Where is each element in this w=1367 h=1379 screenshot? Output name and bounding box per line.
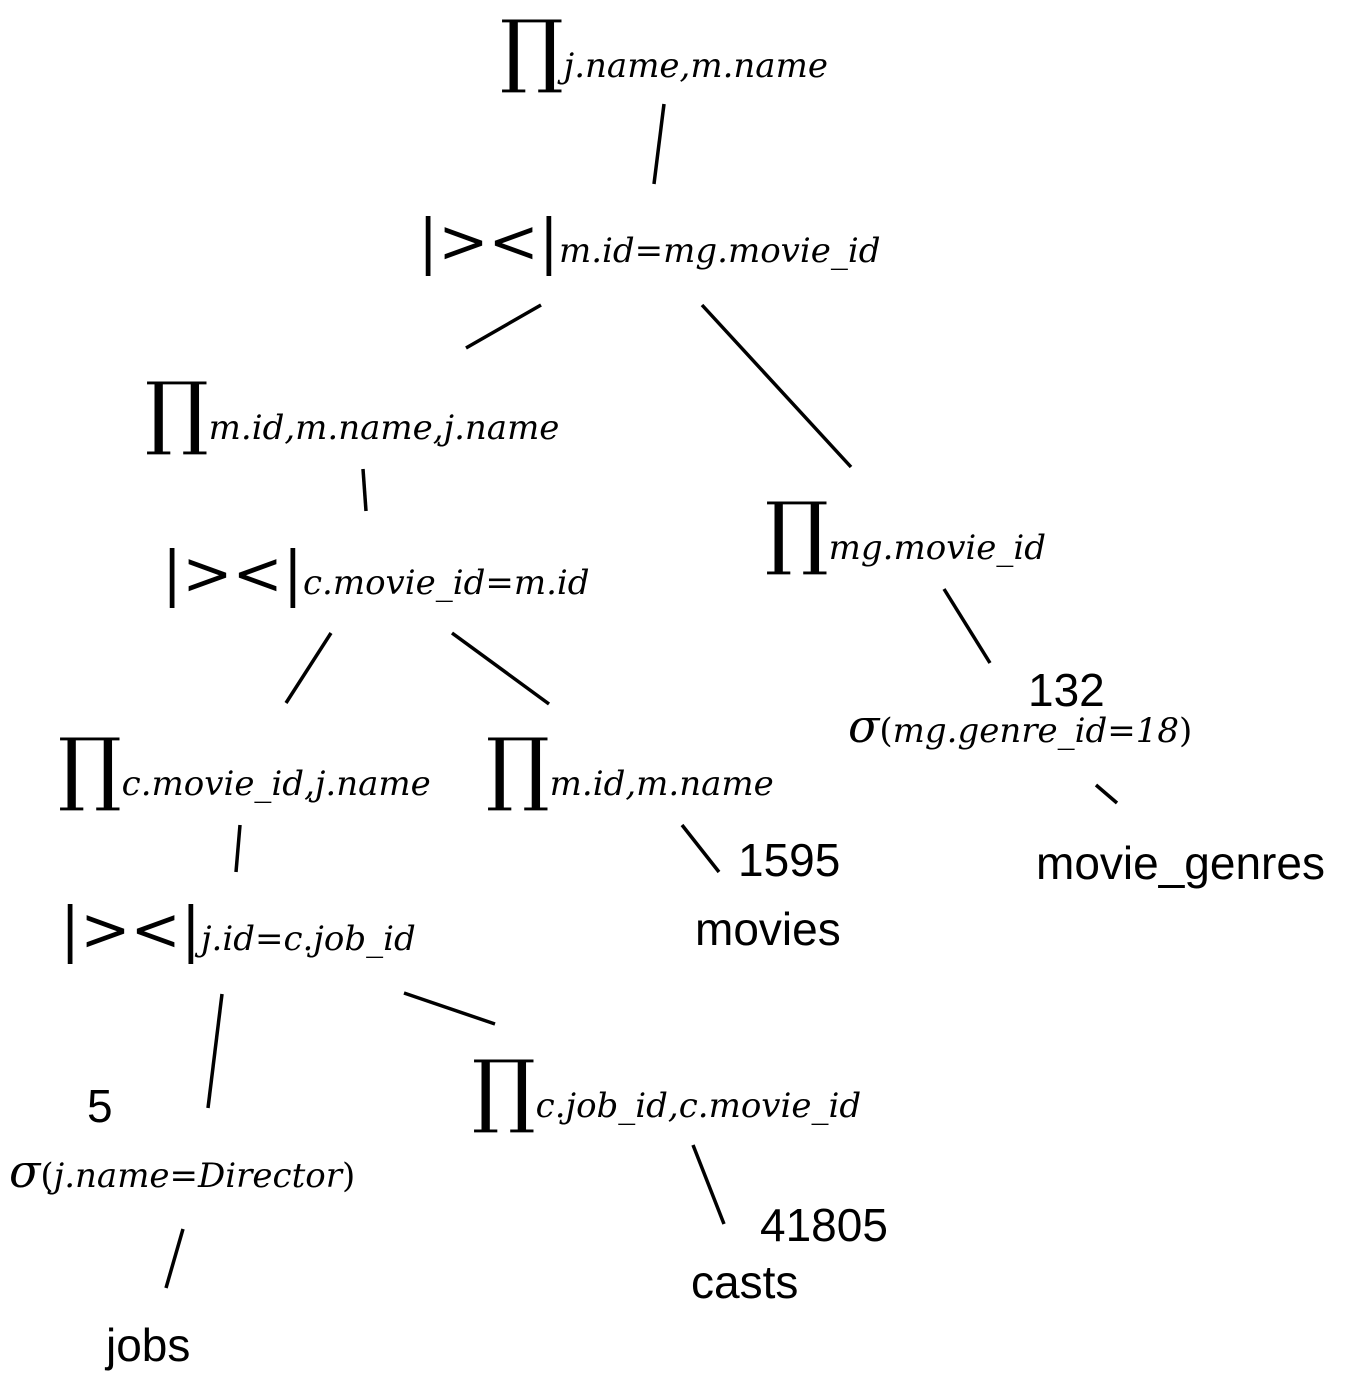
join-condition: c.movie_id=m.id: [302, 563, 590, 603]
right-projection: ∏mg.movie_id: [765, 492, 1046, 572]
jobs-relation: jobs: [106, 1319, 191, 1371]
join-condition: j.id=c.job_id: [200, 919, 416, 959]
bottom-join: |><|j.id=c.job_id: [60, 900, 416, 960]
casts-projection: ∏c.job_id,c.movie_id: [472, 1050, 861, 1130]
casts-jobs-projection: ∏c.movie_id,j.name: [58, 728, 431, 808]
projection-symbol: ∏: [500, 3, 564, 96]
movies-row-count: 1595: [738, 834, 841, 886]
edge-mid-join-to-casts-jobs-project: [284, 632, 333, 704]
selection-symbol: σ: [9, 1144, 41, 1198]
projection-attributes: c.job_id,c.movie_id: [535, 1086, 862, 1126]
edge-top-join-to-right-project: [700, 303, 853, 469]
join-symbol: |><|: [162, 539, 303, 609]
projection-attributes: j.name,m.name: [563, 46, 828, 86]
projection-symbol: ∏: [58, 721, 122, 814]
edge-bottom-join-to-casts-project: [403, 991, 496, 1026]
selection-condition: mg.genre_id=18: [892, 711, 1180, 751]
selection-close-paren: ): [341, 1156, 356, 1196]
selection-open-paren: (: [879, 711, 893, 751]
edge-top-join-to-left-project: [465, 303, 542, 350]
projection-symbol: ∏: [145, 365, 209, 458]
left-projection: ∏m.id,m.name,j.name: [145, 372, 559, 452]
jobs-row-count: 5: [87, 1080, 113, 1132]
edge-root-to-top-join: [652, 103, 666, 185]
selection-condition: j.name=Director: [53, 1156, 342, 1196]
casts-relation: casts: [691, 1256, 799, 1308]
join-symbol: |><|: [60, 895, 201, 965]
genre-selection: σ(mg.genre_id=18): [848, 703, 1192, 751]
edge-movies-project-to-movies: [680, 823, 721, 874]
join-symbol: |><|: [418, 207, 559, 277]
projection-attributes: m.id,m.name: [549, 764, 774, 804]
movies-relation: movies: [695, 903, 841, 955]
edge-left-project-to-mid-join: [361, 468, 368, 512]
middle-join: |><|c.movie_id=m.id: [162, 544, 590, 604]
projection-attributes: mg.movie_id: [828, 528, 1047, 568]
edge-casts-jobs-project-to-bottom-join: [234, 824, 242, 873]
projection-symbol: ∏: [486, 721, 550, 814]
edge-bottom-join-to-job-select: [206, 993, 224, 1109]
edge-job-select-to-jobs: [164, 1228, 185, 1289]
edge-mid-join-to-movies-project: [450, 631, 551, 706]
edge-right-project-to-genre-select: [942, 588, 992, 664]
projection-attributes: c.movie_id,j.name: [121, 764, 431, 804]
movies-projection: ∏m.id,m.name: [486, 728, 774, 808]
root-projection: ∏j.name,m.name: [500, 10, 828, 90]
join-condition: m.id=mg.movie_id: [558, 231, 881, 271]
selection-open-paren: (: [40, 1156, 54, 1196]
casts-row-count: 41805: [760, 1199, 888, 1251]
movie-genres-relation: movie_genres: [1036, 837, 1325, 889]
selection-close-paren: ): [1179, 711, 1193, 751]
job-selection: σ(j.name=Director): [9, 1148, 355, 1196]
top-join: |><|m.id=mg.movie_id: [418, 212, 881, 272]
projection-attributes: m.id,m.name,j.name: [208, 408, 560, 448]
edge-casts-project-to-casts: [691, 1144, 726, 1225]
movie-genres-row-count: 132: [1028, 664, 1105, 716]
selection-symbol: σ: [848, 699, 880, 753]
projection-symbol: ∏: [765, 485, 829, 578]
projection-symbol: ∏: [472, 1043, 536, 1136]
edge-genre-select-to-movie-genres: [1094, 783, 1119, 805]
